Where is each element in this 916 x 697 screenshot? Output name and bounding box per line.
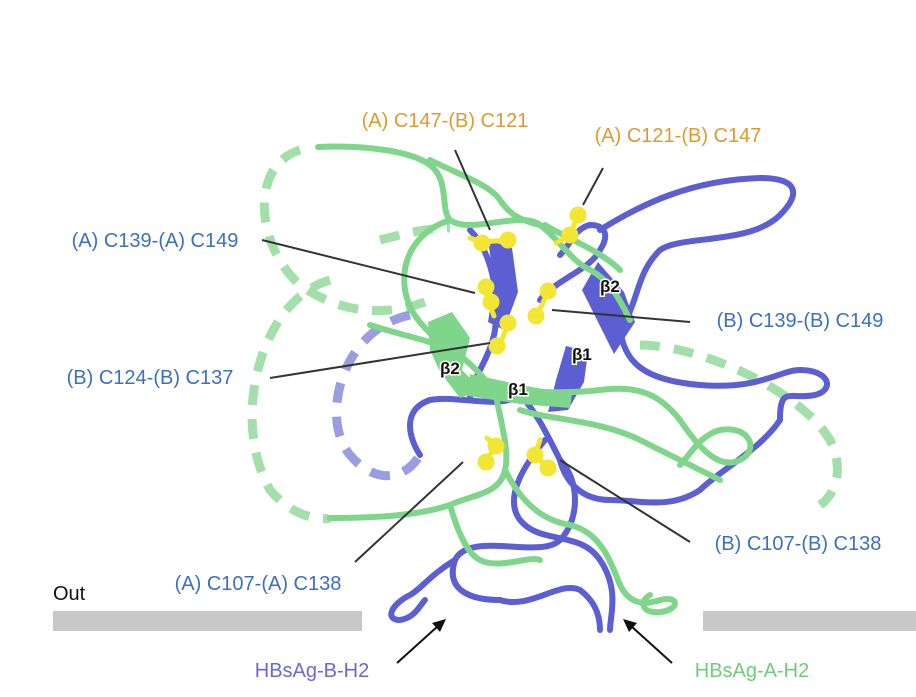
sulfur-atom [482, 293, 500, 311]
chain-a-coil-4 [677, 417, 754, 468]
disulfide-a147-b121 [467, 231, 517, 252]
strand-label-b2-left: β2 [440, 359, 460, 378]
label-b107-b138: (B) C107-(B) C138 [715, 533, 882, 555]
chain-a-strand-b2 [428, 312, 482, 398]
sulfur-atom [569, 206, 587, 224]
sulfur-atom [477, 453, 495, 471]
sulfur-atom [488, 337, 506, 355]
arrow-chain-b [396, 625, 439, 664]
unresolved-loops [247, 145, 842, 524]
strand-label-b2-upper-right: β2 [600, 277, 620, 296]
label-b124-b137: (B) C124-(B) C137 [67, 367, 234, 389]
sulfur-atom [539, 459, 557, 477]
sulfur-atom [527, 307, 545, 325]
disulfide-a139-a149 [477, 278, 500, 319]
label-a139-a149: (A) C139-(A) C149 [72, 230, 239, 252]
label-a147-b121: (A) C147-(B) C121 [362, 110, 529, 132]
leader-line-a121-b147 [582, 167, 604, 206]
membrane: Out [53, 583, 916, 631]
chain-a-ribbon [315, 143, 754, 616]
membrane-bar-right [703, 611, 916, 631]
label-a107-a138: (A) C107-(A) C138 [175, 573, 342, 595]
chain-a-coil-10 [542, 222, 623, 273]
leader-line-b124-b137 [269, 342, 491, 379]
disulfide-b139-b149 [527, 282, 557, 325]
label-a121-b147: (A) C121-(B) C147 [595, 125, 762, 147]
membrane-bar-left [53, 611, 362, 631]
chain-b-coil-7 [388, 557, 458, 623]
chain-a-coil-1 [315, 143, 633, 323]
chain-b-coil-3 [557, 417, 783, 506]
disulfide-b107-b138 [526, 437, 557, 477]
disulfide-a107-a138 [477, 435, 505, 471]
arrowhead-chain-a [623, 619, 637, 632]
chain-a-dashed-loop-left [247, 275, 332, 524]
disulfide-bonds [467, 206, 587, 477]
leader-line-a139-a149 [261, 239, 476, 294]
sulfur-atom [487, 437, 505, 455]
leader-line-b107-b138 [559, 459, 691, 543]
sulfur-atom [539, 282, 557, 300]
membrane-side-label: Out [53, 583, 86, 605]
sulfur-atom [561, 226, 579, 244]
leader-line-b139-b149 [551, 309, 691, 323]
strand-labels: β2 β1 β2 β1 [439, 276, 622, 401]
sulfur-atom [499, 314, 517, 332]
chain-b-coil-1 [597, 175, 797, 333]
chain-b-label: HBsAg-B-H2 [255, 660, 369, 682]
chain-a-dashed-loop-top [259, 145, 432, 316]
disulfide-b124-b137 [488, 314, 517, 355]
chain-a-coil-6 [327, 387, 510, 521]
chain-a-strands [428, 312, 572, 408]
chain-a-dashed-loop-right [639, 340, 842, 509]
leader-line-a107-a138 [354, 461, 464, 563]
chain-a-dashed-loop-upper [378, 223, 451, 245]
chain-b-coil-6 [497, 585, 603, 633]
chain-b-coil-4 [407, 392, 563, 463]
sulfur-atom [499, 231, 517, 249]
chain-b-coil-2 [617, 327, 830, 423]
chain-a-coil-2 [401, 217, 453, 348]
arrow-chain-a [630, 625, 673, 664]
chain-b-strand-b2 [582, 262, 635, 354]
chain-a-coil-8 [447, 502, 543, 567]
chain-a-coil-5 [517, 407, 723, 483]
chain-a-coil-9 [427, 157, 543, 228]
strand-label-b1-center: β1 [508, 380, 528, 399]
chain-b-coil-10 [511, 437, 616, 633]
chain-a-coil-7 [502, 467, 678, 616]
chain-b-dashed-loop [332, 310, 424, 481]
leader-lines [261, 149, 691, 563]
strand-label-b1-right: β1 [572, 345, 592, 364]
chain-a-label: HBsAg-A-H2 [695, 660, 809, 682]
sulfur-atom [473, 234, 491, 252]
chain-labels: HBsAg-B-H2 HBsAg-A-H2 [255, 619, 809, 682]
chain-a-strand-b1 [468, 374, 572, 408]
disulfide-labels: (A) C147-(B) C121 (A) C121-(B) C147 (A) … [67, 110, 884, 595]
sulfur-atom [477, 278, 495, 296]
arrowhead-chain-b [432, 619, 446, 632]
label-b139-b149: (B) C139-(B) C149 [717, 310, 884, 332]
sulfur-atom [526, 446, 544, 464]
chain-b-coil-5 [449, 457, 578, 603]
disulfide-a121-b147 [553, 206, 587, 246]
leader-line-a147-b121 [454, 149, 491, 231]
